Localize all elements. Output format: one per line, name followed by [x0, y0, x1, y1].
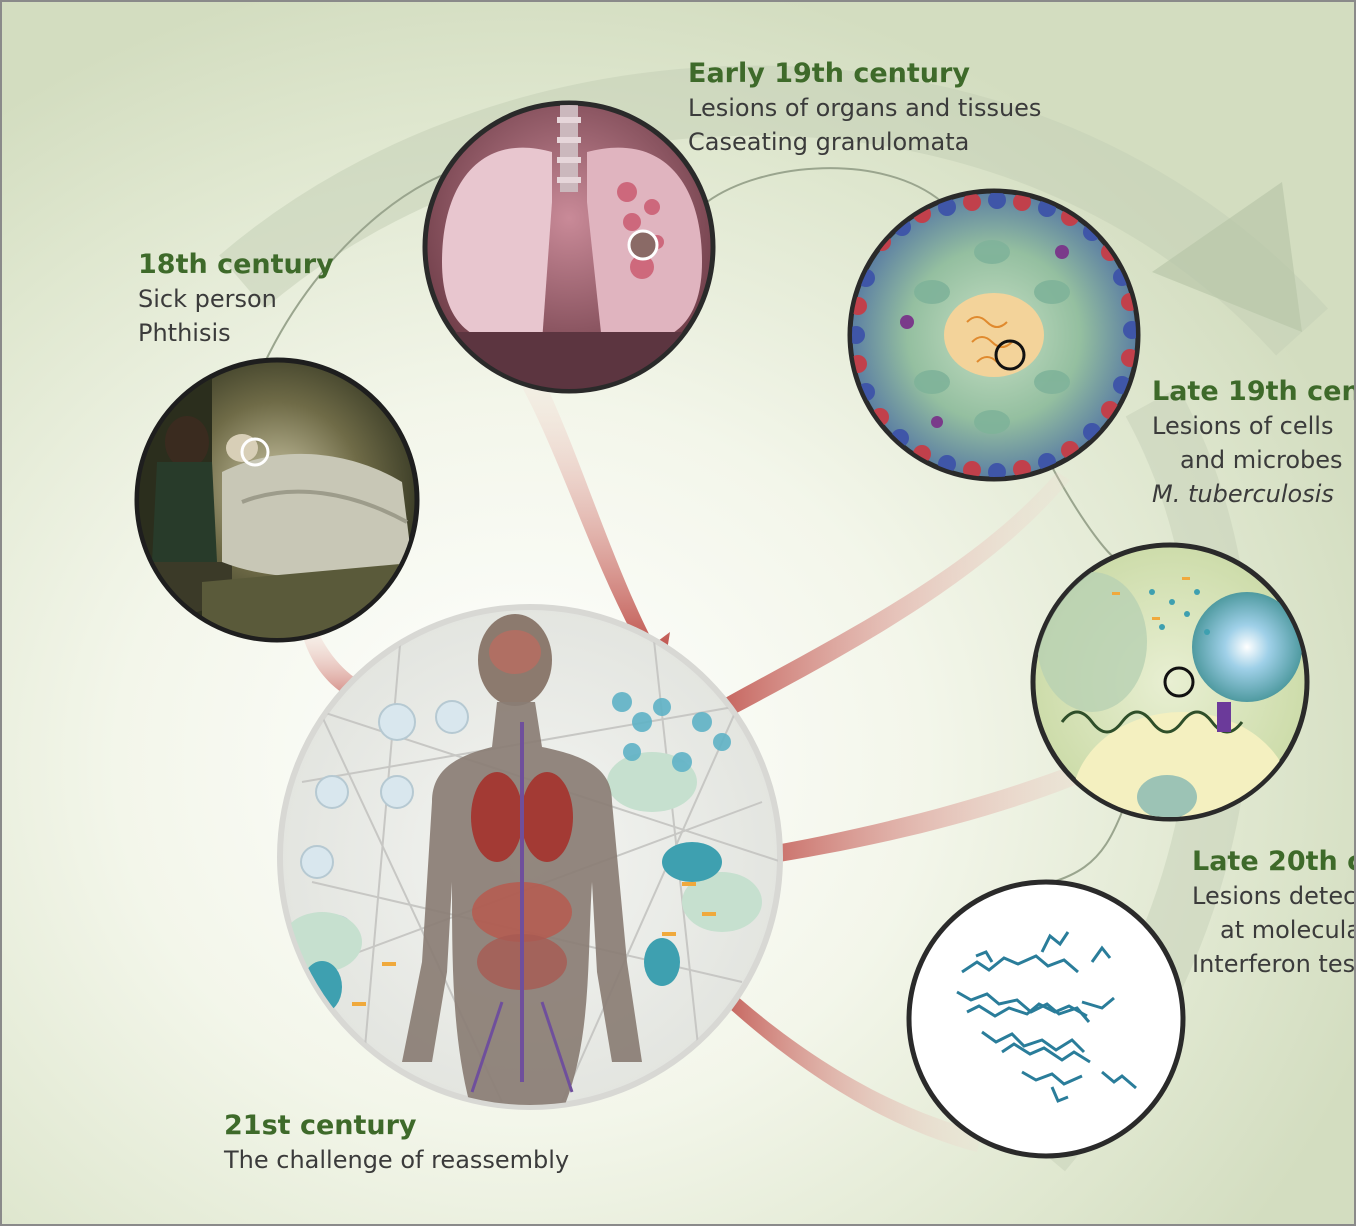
label-line: Sick person — [138, 282, 334, 316]
label-early-19th-century: Early 19th century Lesions of organs and… — [688, 57, 1041, 159]
label-line: Lesions of cells — [1152, 409, 1356, 443]
label-late-20th-century: Late 20th cer Lesions detect at molecula… — [1192, 845, 1356, 981]
era-title: Late 19th centu — [1152, 375, 1356, 409]
human-body-circle — [280, 607, 782, 1112]
label-line: Interferon test — [1192, 947, 1356, 981]
label-late-19th-century: Late 19th centu Lesions of cells and mic… — [1152, 375, 1356, 511]
label-line: M. tuberculosis — [1152, 477, 1356, 511]
label-line: The challenge of reassembly — [224, 1143, 569, 1177]
label-line: Caseating granulomata — [688, 125, 1041, 159]
era-title: 21st century — [224, 1109, 569, 1143]
label-line: and microbes — [1152, 443, 1356, 477]
label-line: Lesions of organs and tissues — [688, 91, 1041, 125]
molecule-circle — [909, 882, 1183, 1156]
era-title: 18th century — [138, 248, 334, 282]
label-18th-century: 18th century Sick person Phthisis — [138, 248, 334, 350]
lungs-circle — [425, 102, 713, 402]
label-21st-century: 21st century The challenge of reassembly — [224, 1109, 569, 1177]
painting-circle — [132, 360, 422, 642]
era-title: Early 19th century — [688, 57, 1041, 91]
label-line: at molecula — [1192, 913, 1356, 947]
era-title: Late 20th cer — [1192, 845, 1356, 879]
label-line: Lesions detect — [1192, 879, 1356, 913]
label-line: Phthisis — [138, 316, 334, 350]
immune-cell-circle — [1033, 545, 1307, 892]
granuloma-circle — [847, 191, 1141, 481]
